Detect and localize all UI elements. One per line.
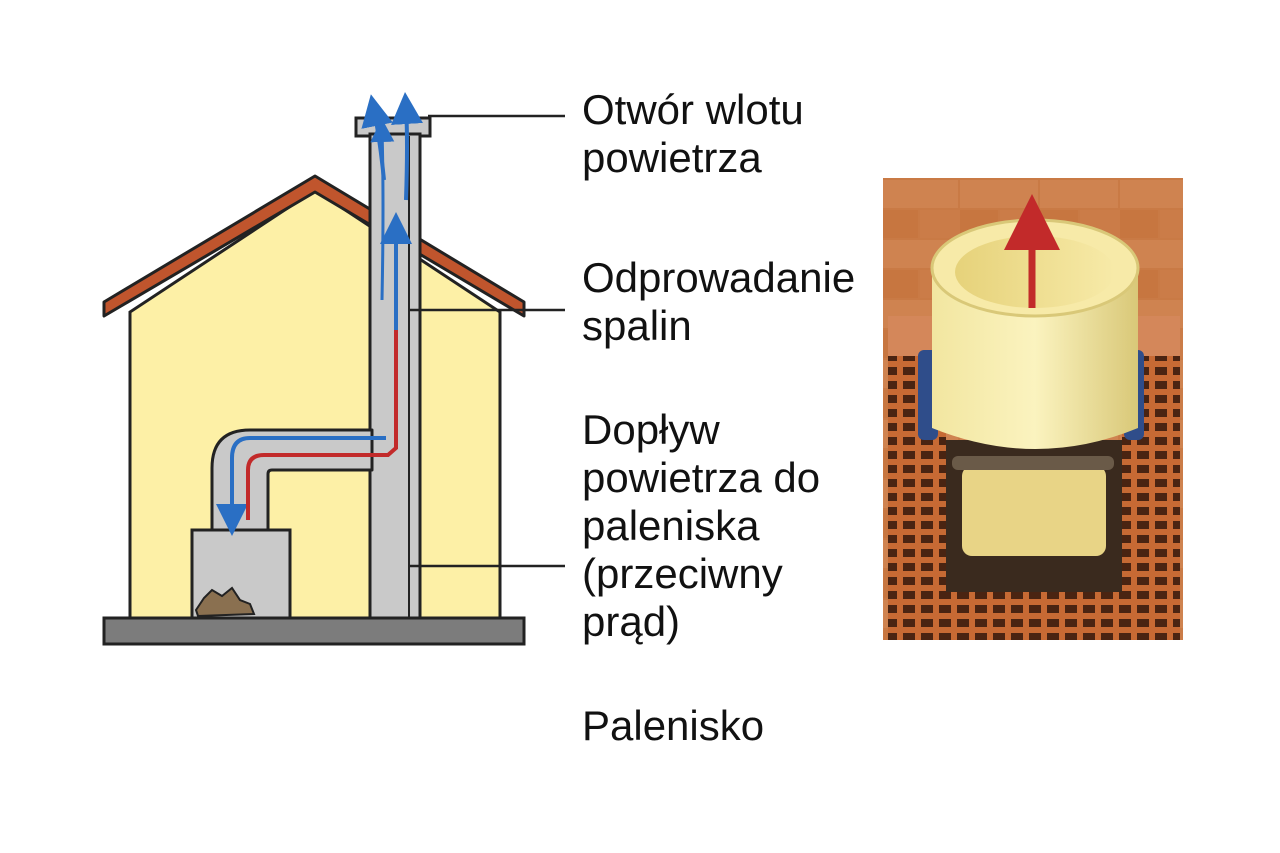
- label-air-supply-line-4: (przeciwny: [582, 550, 783, 597]
- label-air-inlet-line-1: Otwór wlotu: [582, 86, 804, 133]
- label-firebox-text: Palenisko: [582, 702, 765, 749]
- block-top-left: [888, 316, 938, 356]
- label-air-supply-line-1: Dopływ: [582, 406, 720, 453]
- house: [102, 174, 526, 620]
- lower-insulation: [962, 466, 1106, 556]
- label-flue-exhaust-line-2: spalin: [582, 302, 692, 349]
- label-air-supply: Dopływ powietrza do paleniska (przeciwny…: [582, 406, 820, 646]
- label-air-supply-line-5: prąd): [582, 598, 681, 645]
- upper-insulation: [932, 268, 1138, 449]
- block-top-right: [1130, 316, 1180, 356]
- fire-logs: [194, 586, 256, 618]
- label-firebox: Palenisko: [582, 702, 764, 750]
- label-air-inlet-line-2: powietrza: [582, 134, 762, 181]
- exhaust-arrow: [246, 320, 398, 520]
- block-bottom: [946, 592, 1122, 640]
- chimney-up-arrow-2: [370, 118, 395, 301]
- label-air-supply-line-3: paleniska: [582, 502, 760, 549]
- roof: [102, 174, 526, 318]
- outlet-arrow-left: [361, 94, 393, 181]
- ground: [102, 616, 526, 646]
- label-air-supply-line-2: powietrza do: [582, 454, 821, 501]
- label-air-inlet: Otwór wlotu powietrza: [582, 86, 804, 182]
- air-supply-arrow: [216, 436, 386, 536]
- label-flue-exhaust-line-1: Odprowadanie: [582, 254, 856, 301]
- steel-band: [952, 456, 1114, 470]
- chimney-photo: [883, 178, 1183, 640]
- label-flue-exhaust: Odprowadanie spalin: [582, 254, 855, 350]
- outlet-arrow-right: [391, 92, 423, 201]
